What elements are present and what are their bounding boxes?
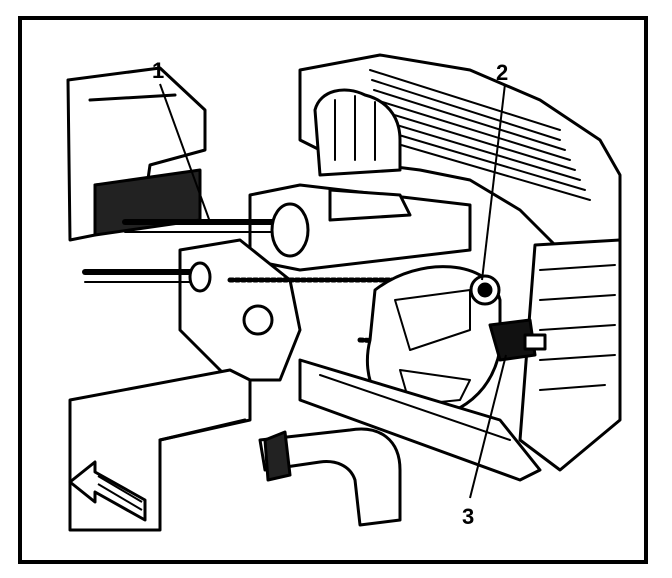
forward-arrow-icon xyxy=(68,460,147,522)
leader-line-2 xyxy=(481,83,506,281)
leader-line-1 xyxy=(159,83,211,223)
hose-clamp xyxy=(263,430,292,482)
bracket-hole xyxy=(242,304,274,336)
cover-grille-lines xyxy=(369,69,591,201)
reservoir-cap xyxy=(313,88,402,177)
callout-2-label: 2 xyxy=(496,60,508,85)
leader-lines xyxy=(159,83,507,499)
coolant-hose xyxy=(258,427,402,527)
side-panel xyxy=(518,238,622,472)
cable-end-fitting xyxy=(270,202,310,258)
callout-3-label: 3 xyxy=(462,504,474,529)
lower-rail xyxy=(298,358,542,482)
leader-line-3 xyxy=(469,354,507,499)
callout-1-label: 1 xyxy=(152,58,164,83)
tps-connector xyxy=(488,318,537,362)
